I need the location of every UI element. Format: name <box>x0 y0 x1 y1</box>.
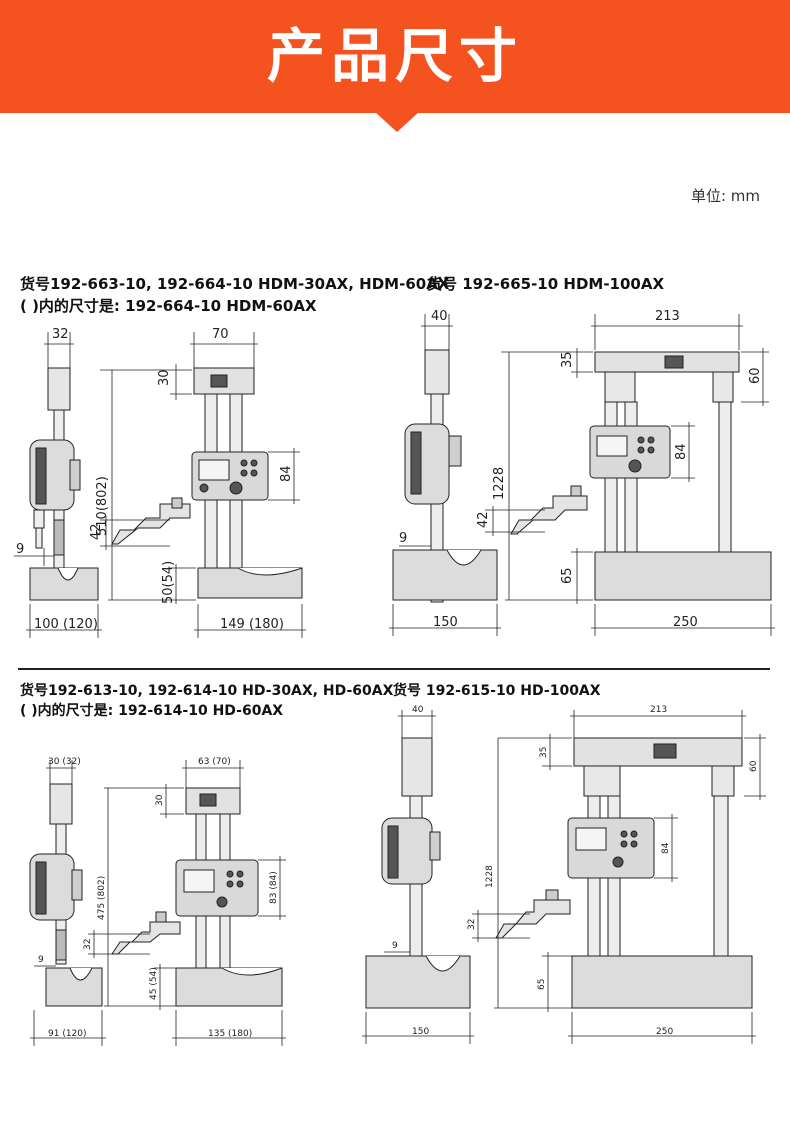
dim-width-top: 30 (32) <box>48 757 81 767</box>
dim-base-width-side: 150 <box>412 1027 429 1037</box>
dim-height-display: 84 <box>674 443 689 460</box>
caption-hd-100: 货号 192-615-10 HD-100AX <box>393 683 601 699</box>
caption-hdm-30-60: 货号192-663-10, 192-664-10 HDM-30AX, HDM-6… <box>20 275 450 293</box>
dim-offset-left: 9 <box>16 542 24 557</box>
drawing-hdm-30-60: 32 70 30 510(802) 84 42 9 50(54) 100 (12… <box>14 327 306 638</box>
caption-hdm-60-note: ( )内的尺寸是: 192-664-10 HDM-60AX <box>20 297 317 315</box>
dim-width-head: 70 <box>212 327 229 342</box>
dim-width-top: 40 <box>412 705 424 715</box>
caption-hdm-100: 货号 192-665-10 HDM-100AX <box>427 275 665 293</box>
banner-title: 产品尺寸 <box>266 22 523 90</box>
section-divider <box>18 668 770 670</box>
title-banner <box>0 0 790 113</box>
drawing-hd-30-60: 30 (32) 63 (70) 30 475 (802) 83 (84) 32 … <box>29 757 286 1046</box>
dim-height-frame: 60 <box>749 760 759 772</box>
dim-height-total: 1228 <box>492 467 507 500</box>
dim-width-top: 40 <box>431 309 448 324</box>
dim-base-width-front: 135 (180) <box>208 1029 252 1039</box>
dim-height-top: 35 <box>539 747 549 758</box>
dim-base-width-side: 91 (120) <box>48 1029 87 1039</box>
drawing-hd-100: 40 213 35 60 1228 84 32 9 65 150 250 <box>362 705 766 1044</box>
banner-arrow <box>375 112 419 132</box>
dim-base-width-front: 250 <box>656 1027 673 1037</box>
dim-height-base: 65 <box>537 979 547 990</box>
caption-hd-30-60: 货号192-613-10, 192-614-10 HD-30AX, HD-60A… <box>20 683 394 699</box>
dim-height-total: 475 (802) <box>97 876 107 920</box>
dim-height-arm: 42 <box>89 523 104 540</box>
dim-height-total: 510(802) <box>95 476 110 536</box>
dim-height-head: 30 <box>157 369 172 386</box>
dim-base-width-side: 150 <box>433 615 458 630</box>
dim-height-base: 50(54) <box>161 561 176 604</box>
dim-offset-left: 9 <box>392 941 398 951</box>
dim-offset-left: 9 <box>38 955 44 965</box>
dim-width-frame: 213 <box>655 309 680 324</box>
dim-height-base: 65 <box>560 567 575 584</box>
dim-height-base: 45 (54) <box>149 967 159 1000</box>
dim-base-width-front: 250 <box>673 615 698 630</box>
dim-height-arm: 42 <box>476 511 491 528</box>
dim-height-top: 35 <box>560 351 575 368</box>
dim-base-width-side: 100 (120) <box>34 617 98 632</box>
dim-height-head: 30 <box>155 794 165 806</box>
dim-width-head: 63 (70) <box>198 757 231 767</box>
dim-height-arm: 32 <box>467 919 477 930</box>
dim-height-total: 1228 <box>485 865 495 888</box>
dim-width-frame: 213 <box>650 705 667 715</box>
dim-height-display: 84 <box>661 842 671 854</box>
drawing-hdm-100: 40 213 35 60 1228 84 42 9 65 150 250 <box>389 309 775 636</box>
dim-height-display: 83 (84) <box>269 871 279 904</box>
dim-height-arm: 32 <box>83 939 93 950</box>
dim-base-width-front: 149 (180) <box>220 617 284 632</box>
dim-width-top: 32 <box>52 327 69 342</box>
unit-label: 单位: mm <box>690 187 760 205</box>
dim-height-frame: 60 <box>748 367 763 384</box>
dim-offset-left: 9 <box>399 531 407 546</box>
dim-height-display: 84 <box>279 465 294 482</box>
caption-hd-60-note: ( )内的尺寸是: 192-614-10 HD-60AX <box>20 703 284 719</box>
